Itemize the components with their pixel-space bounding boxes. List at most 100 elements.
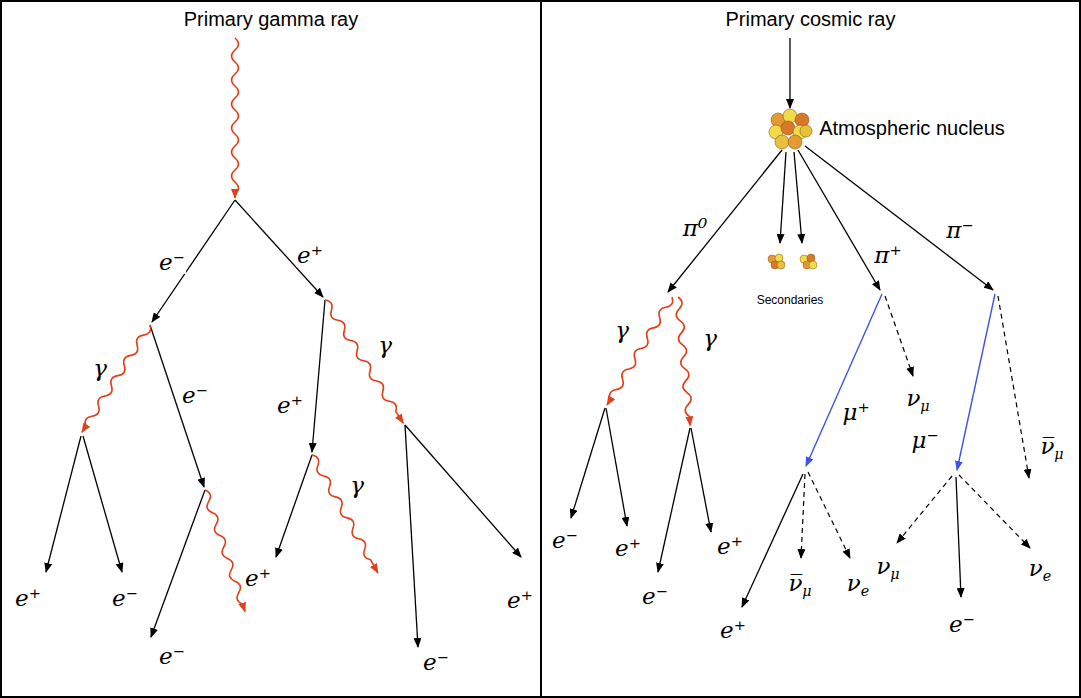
particle-label: e⁻ bbox=[551, 528, 579, 552]
electron-track bbox=[956, 477, 961, 597]
particle-label: γ bbox=[92, 356, 108, 380]
panel-heading-box: Primary gamma ray bbox=[2, 2, 540, 31]
particle-label: νe bbox=[1028, 556, 1052, 584]
photon-wave bbox=[675, 297, 694, 426]
nucleon bbox=[775, 254, 783, 262]
nucleon bbox=[807, 254, 815, 262]
pion-track bbox=[798, 150, 880, 290]
particle-label: μ⁺ bbox=[841, 400, 870, 424]
neutrino-track bbox=[897, 476, 952, 543]
neutrino-track bbox=[808, 472, 850, 558]
electron-track bbox=[83, 436, 122, 572]
neutrino-track bbox=[959, 475, 1030, 548]
particle-symbol: ν̅ bbox=[788, 570, 802, 596]
particle-label: γ bbox=[702, 326, 718, 350]
positron-track bbox=[742, 474, 803, 607]
particle-label: π⁰ bbox=[682, 216, 708, 240]
muon-track bbox=[806, 294, 882, 466]
muon-tracks bbox=[806, 294, 995, 470]
particle-subscript: μ bbox=[1054, 446, 1063, 462]
particle-label: γ bbox=[349, 473, 365, 497]
neutrino-track bbox=[801, 474, 805, 558]
particle-label: e⁻ bbox=[181, 383, 209, 407]
particle-subscript: μ bbox=[890, 566, 899, 582]
neutrino-track bbox=[885, 296, 913, 376]
positron-track bbox=[276, 455, 312, 557]
particle-label: e⁻ bbox=[422, 650, 450, 674]
positron-track bbox=[312, 300, 325, 452]
nucleon bbox=[777, 261, 785, 269]
particle-symbol: ν bbox=[906, 385, 920, 411]
photon-wave bbox=[604, 295, 675, 407]
secondary-nucleus-icon bbox=[768, 254, 817, 269]
particle-label: νe bbox=[846, 571, 870, 599]
particle-subscript: e bbox=[861, 583, 869, 599]
particle-label: γ bbox=[377, 333, 393, 357]
particle-symbol: ν bbox=[876, 553, 890, 579]
positron-track bbox=[235, 200, 323, 297]
photon-wave bbox=[232, 38, 239, 198]
nucleon bbox=[775, 135, 789, 149]
particle-subscript: μ bbox=[802, 583, 811, 599]
particle-subscript: e bbox=[1043, 568, 1051, 584]
particle-label: π⁺ bbox=[873, 243, 902, 267]
particle-label: μ⁻ bbox=[910, 428, 939, 452]
photon-wave bbox=[79, 323, 153, 434]
panel-heading: Primary gamma ray bbox=[2, 8, 540, 31]
secondary-track bbox=[780, 152, 786, 243]
electron-track bbox=[405, 425, 418, 647]
particle-label: e⁻ bbox=[111, 586, 139, 610]
particle-label: e⁻ bbox=[641, 584, 669, 608]
annotation-label: Secondaries bbox=[756, 294, 825, 307]
annotation-label: Atmospheric nucleus bbox=[818, 118, 1006, 139]
electron-track bbox=[658, 428, 690, 572]
electron-track bbox=[152, 200, 235, 322]
particle-label: γ bbox=[614, 318, 630, 342]
particle-symbol: ν̅ bbox=[1040, 433, 1054, 459]
positron-track bbox=[691, 428, 711, 532]
positron-track bbox=[405, 425, 521, 557]
particle-symbol: ν bbox=[1029, 555, 1043, 581]
particle-label: π⁻ bbox=[945, 218, 974, 242]
neutrino-tracks bbox=[801, 296, 1030, 558]
photon-wave bbox=[202, 489, 249, 613]
particle-subscript: μ bbox=[920, 398, 929, 414]
electron-track bbox=[151, 490, 205, 637]
particle-symbol: ν bbox=[847, 570, 861, 596]
atmospheric-nucleus-icon bbox=[769, 109, 812, 149]
photon-wave bbox=[322, 298, 406, 425]
positron-track bbox=[606, 408, 627, 526]
neutrino-track bbox=[998, 296, 1029, 478]
nucleon bbox=[788, 135, 802, 149]
particle-label: νμ bbox=[875, 554, 900, 582]
particle-label: ν̅μ bbox=[787, 571, 812, 599]
particle-label: e⁺ bbox=[14, 586, 42, 610]
panel-heading-box: Primary cosmic ray bbox=[542, 2, 1079, 31]
panel-frame: Primary gamma ray bbox=[0, 0, 542, 698]
particle-label: e⁻ bbox=[158, 250, 186, 274]
particle-label: ν̅μ bbox=[1039, 434, 1064, 462]
secondary-track bbox=[794, 152, 802, 243]
nucleon bbox=[800, 125, 812, 137]
pion-track bbox=[805, 146, 993, 290]
photon-wave bbox=[309, 453, 381, 574]
muon-track bbox=[957, 294, 995, 470]
particle-label: e⁺ bbox=[296, 243, 324, 267]
particle-label: e⁻ bbox=[948, 612, 976, 636]
particle-label: e⁺ bbox=[506, 588, 534, 612]
particle-label: e⁺ bbox=[716, 534, 744, 558]
electron-track bbox=[571, 408, 605, 518]
panel-heading: Primary cosmic ray bbox=[542, 8, 1079, 31]
particle-label: e⁻ bbox=[158, 644, 186, 668]
primary-track bbox=[789, 38, 790, 108]
photon-tracks bbox=[79, 38, 694, 613]
pion-track bbox=[668, 150, 782, 292]
nucleon bbox=[809, 261, 817, 269]
particle-label: e⁺ bbox=[614, 536, 642, 560]
positron-track bbox=[46, 436, 81, 572]
particle-label: e⁺ bbox=[276, 393, 304, 417]
particle-label: νμ bbox=[905, 386, 930, 414]
particle-label: e⁺ bbox=[244, 566, 272, 590]
particle-label: e⁺ bbox=[719, 618, 747, 642]
